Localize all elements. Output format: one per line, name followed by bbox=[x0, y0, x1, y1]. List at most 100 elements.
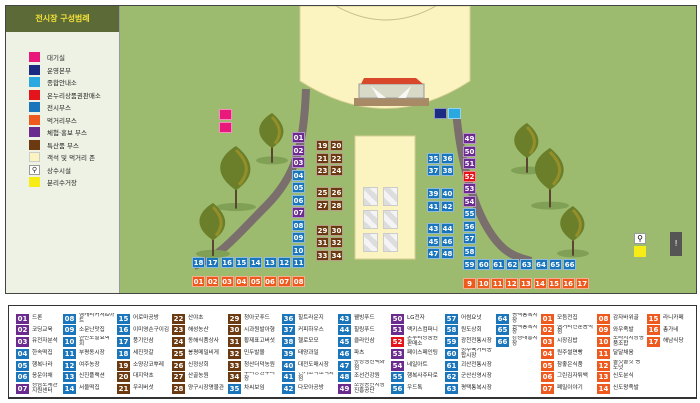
booth-right-column[interactable]: 57 bbox=[463, 233, 476, 244]
booth-left-column[interactable]: 09 bbox=[292, 232, 305, 243]
booth-right-row[interactable]: 60 bbox=[477, 259, 491, 270]
booth-brown-block[interactable]: 26 bbox=[330, 187, 343, 198]
booth-name: 달달채움 bbox=[613, 349, 634, 356]
booth-right-row[interactable]: 63 bbox=[520, 259, 534, 270]
booth-right-food-row[interactable]: 17 bbox=[575, 278, 589, 289]
waiting-room[interactable] bbox=[219, 109, 232, 120]
booth-left-food-row[interactable]: 08 bbox=[292, 276, 306, 287]
booth-blue-block[interactable]: 43 bbox=[427, 223, 440, 234]
booth-right-food-row[interactable]: 15 bbox=[547, 278, 561, 289]
booth-name: 상상생선백화점 bbox=[354, 359, 385, 371]
booth-blue-block[interactable]: 38 bbox=[441, 165, 454, 176]
booth-brown-block[interactable]: 34 bbox=[330, 250, 343, 261]
booth-left-food-row[interactable]: 03 bbox=[220, 276, 234, 287]
booth-right-column[interactable]: 58 bbox=[463, 245, 476, 257]
booth-blue-block[interactable]: 47 bbox=[427, 248, 440, 259]
booth-right-row[interactable]: 66 bbox=[563, 259, 577, 270]
booth-brown-block[interactable]: 19 bbox=[316, 140, 329, 151]
booth-left-row[interactable]: 14 bbox=[249, 257, 263, 268]
booth-left-row[interactable]: 15 bbox=[234, 257, 248, 268]
booth-left-food-row[interactable]: 01 bbox=[192, 276, 205, 287]
booth-right-food-row[interactable]: 13 bbox=[519, 278, 533, 289]
booth-left-row[interactable]: 13 bbox=[263, 257, 277, 268]
booth-right-column[interactable]: 52 bbox=[463, 170, 476, 182]
booth-left-row[interactable]: 18 bbox=[192, 257, 205, 268]
booth-right-column[interactable]: 50 bbox=[463, 145, 476, 157]
booth-right-column[interactable]: 54 bbox=[463, 195, 476, 207]
booth-left-food-row[interactable]: 02 bbox=[206, 276, 220, 287]
booth-brown-block[interactable]: 32 bbox=[330, 237, 343, 248]
booth-right-row[interactable]: 61 bbox=[491, 259, 505, 270]
booth-blue-block[interactable]: 42 bbox=[441, 201, 454, 212]
booth-number-badge: 65 bbox=[496, 325, 509, 336]
booth-left-row[interactable]: 16 bbox=[220, 257, 234, 268]
booth-blue-block[interactable]: 45 bbox=[427, 236, 440, 247]
booth-right-food-row[interactable]: 14 bbox=[533, 278, 547, 289]
booth-brown-block[interactable]: 24 bbox=[330, 165, 343, 176]
booth-brown-block[interactable]: 20 bbox=[330, 140, 343, 151]
booth-brown-block[interactable]: 29 bbox=[316, 225, 329, 236]
booth-blue-block[interactable]: 46 bbox=[441, 236, 454, 247]
booth-right-food-row[interactable]: 9 bbox=[463, 278, 476, 289]
booth-blue-block[interactable]: 44 bbox=[441, 223, 454, 234]
booth-right-column[interactable]: 51 bbox=[463, 158, 476, 169]
booth-brown-block[interactable]: 25 bbox=[316, 187, 329, 198]
legend-item: 전시부스 bbox=[29, 102, 71, 112]
booth-brown-block[interactable]: 22 bbox=[330, 153, 343, 164]
info-center[interactable] bbox=[448, 108, 461, 119]
booth-left-column[interactable]: 07 bbox=[292, 207, 305, 218]
operations-hq[interactable] bbox=[434, 108, 447, 119]
booth-left-food-row[interactable]: 05 bbox=[249, 276, 263, 287]
booth-blue-block[interactable]: 37 bbox=[427, 165, 440, 176]
booth-left-column[interactable]: 03 bbox=[292, 157, 305, 168]
booth-brown-block[interactable]: 30 bbox=[330, 225, 343, 236]
booth-blue-block[interactable]: 40 bbox=[441, 188, 454, 199]
booth-brown-block[interactable]: 31 bbox=[316, 237, 329, 248]
booth-number-badge: 47 bbox=[338, 360, 351, 371]
booth-name: 웰빙푸드 bbox=[354, 314, 375, 321]
booth-blue-block[interactable]: 48 bbox=[441, 248, 454, 259]
booth-left-column[interactable]: 06 bbox=[292, 194, 305, 206]
booth-blue-block[interactable]: 41 bbox=[427, 201, 440, 212]
booth-left-column[interactable]: 02 bbox=[292, 144, 305, 156]
booth-left-food-row[interactable]: 07 bbox=[277, 276, 291, 287]
booth-number-badge: 13 bbox=[63, 372, 76, 383]
booth-right-row[interactable]: 65 bbox=[548, 259, 562, 270]
booth-left-row[interactable]: 12 bbox=[277, 257, 291, 268]
booth-left-food-row[interactable]: 04 bbox=[234, 276, 248, 287]
booth-left-column[interactable]: 05 bbox=[292, 182, 305, 193]
booth-right-column[interactable]: 55 bbox=[463, 208, 476, 219]
booth-left-column[interactable]: 04 bbox=[292, 169, 305, 181]
booth-brown-block[interactable]: 33 bbox=[316, 250, 329, 261]
booth-left-column[interactable]: 01 bbox=[292, 132, 305, 143]
booth-right-column[interactable]: 56 bbox=[463, 220, 476, 232]
booth-right-column[interactable]: 53 bbox=[463, 183, 476, 194]
booth-number-badge: 10 bbox=[63, 337, 76, 348]
booth-left-column[interactable]: 08 bbox=[292, 219, 305, 231]
booth-left-row[interactable]: 11 bbox=[292, 257, 306, 268]
booth-blue-block[interactable]: 36 bbox=[441, 153, 454, 164]
booth-brown-block[interactable]: 27 bbox=[316, 200, 329, 211]
booth-right-food-row[interactable]: 11 bbox=[491, 278, 505, 289]
booth-right-row[interactable]: 62 bbox=[505, 259, 519, 270]
waiting-room[interactable] bbox=[219, 122, 232, 133]
booth-right-food-row[interactable]: 10 bbox=[477, 278, 491, 289]
booth-right-row[interactable]: 59 bbox=[463, 259, 476, 270]
booth-right-food-row[interactable]: 16 bbox=[561, 278, 575, 289]
booth-left-column[interactable]: 10 bbox=[292, 244, 305, 256]
booth-brown-block[interactable]: 28 bbox=[330, 200, 343, 211]
booth-right-column[interactable]: 49 bbox=[463, 133, 476, 144]
booth-brown-block[interactable]: 21 bbox=[316, 153, 329, 164]
booth-right-food-row[interactable]: 12 bbox=[505, 278, 519, 289]
legend-label: 온누리상품권판매소 bbox=[47, 91, 101, 100]
booth-brown-block[interactable]: 23 bbox=[316, 165, 329, 176]
booth-blue-block[interactable]: 39 bbox=[427, 188, 440, 199]
booth-right-row[interactable]: 64 bbox=[534, 259, 548, 270]
booth-blue-block[interactable]: 35 bbox=[427, 153, 440, 164]
booth-left-food-row[interactable]: 06 bbox=[263, 276, 277, 287]
booth-number-badge: 66 bbox=[496, 337, 509, 348]
